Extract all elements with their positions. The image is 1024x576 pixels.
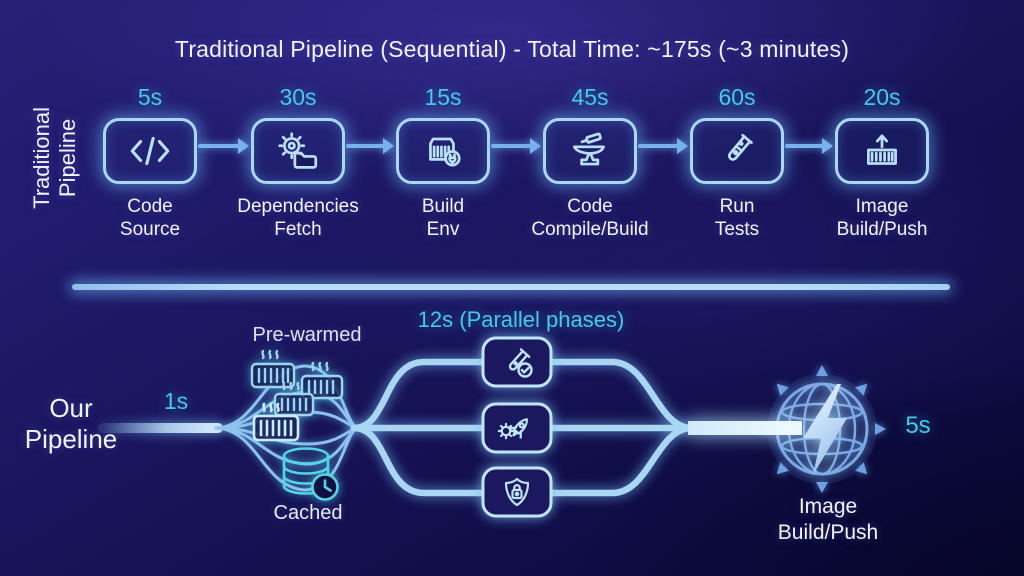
test-passed-node	[481, 336, 553, 388]
prewarmed-label: Pre-warmed	[252, 324, 362, 346]
stage-time: 20s	[863, 84, 901, 110]
start-time-label: 1s	[163, 388, 189, 414]
stage-box	[251, 118, 345, 184]
warm-containers-icon	[250, 349, 344, 442]
database-clock-icon	[282, 447, 339, 501]
rocket-deploy-icon	[497, 418, 528, 440]
parallel-phases-label: 12s (Parallel phases)	[417, 307, 625, 332]
stage-arrow	[638, 144, 678, 148]
stage-arrow	[346, 144, 384, 148]
test-passed-icon	[508, 348, 533, 378]
stage-arrow	[491, 144, 531, 148]
code-icon	[130, 136, 170, 166]
stage-arrow	[785, 144, 823, 148]
stage-box	[690, 118, 784, 184]
traditional-title: Traditional Pipeline (Sequential) - Tota…	[174, 36, 850, 62]
stage-time: 45s	[571, 84, 609, 110]
anvil-icon	[572, 132, 605, 166]
stage-box	[835, 118, 929, 184]
container-plug-icon	[429, 137, 461, 167]
section-divider	[72, 284, 950, 290]
stage-box	[543, 118, 637, 184]
cached-label: Cached	[273, 502, 343, 524]
security-shield-icon	[504, 477, 530, 507]
test-tube-icon	[727, 133, 753, 161]
stage-time: 30s	[279, 84, 317, 110]
stage-box	[396, 118, 490, 184]
end-stage-label: Image Build/Push	[777, 495, 879, 545]
security-shield-node	[481, 466, 553, 518]
dependencies-icon	[278, 132, 318, 169]
our-pipeline-side-label: Our Pipeline	[24, 393, 118, 455]
stage-time: 5s	[137, 84, 163, 110]
end-time-label: 5s	[905, 412, 931, 439]
container-push-icon	[867, 134, 897, 165]
stage-time: 15s	[424, 84, 462, 110]
lightning-bolt-icon	[803, 384, 847, 475]
stage-arrow	[198, 144, 239, 148]
globe-tick-marks	[758, 365, 886, 493]
rocket-deploy-node	[481, 402, 553, 454]
stage-time: 60s	[718, 84, 756, 110]
branch-nodes	[481, 336, 553, 518]
stage-box	[103, 118, 197, 184]
